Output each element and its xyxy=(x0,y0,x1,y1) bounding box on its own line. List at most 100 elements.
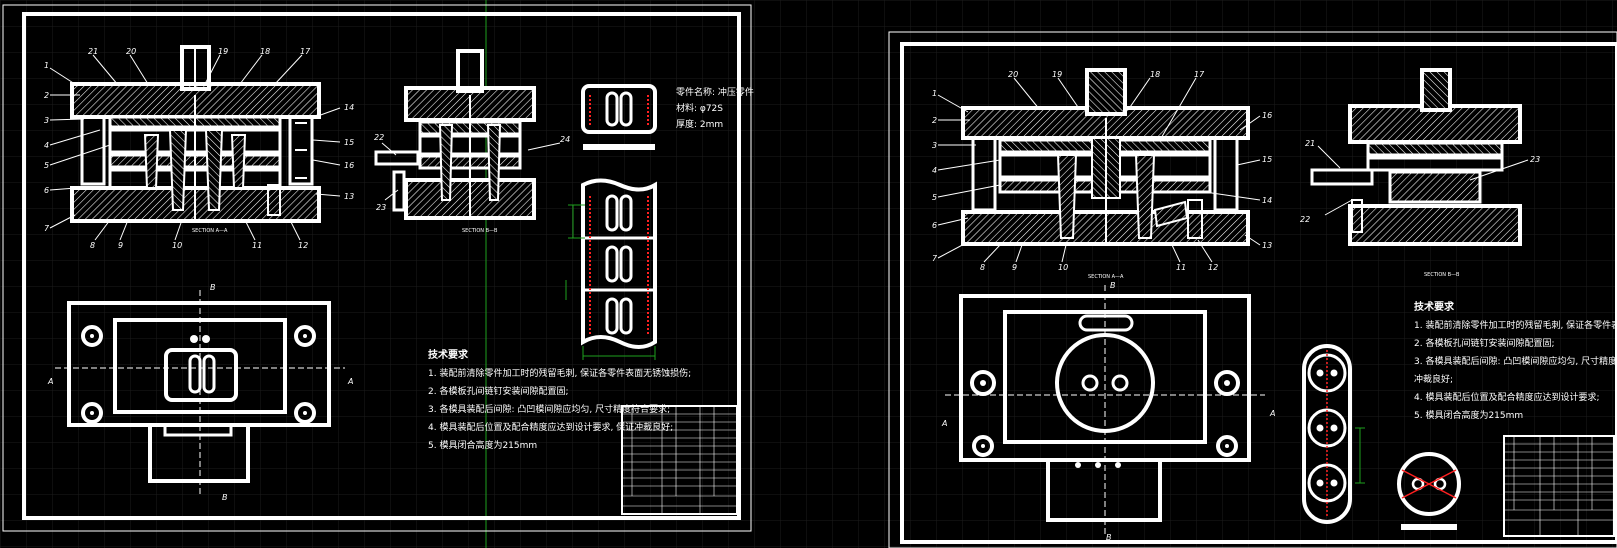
left-tech-notes: 技术要求 1. 装配前清除零件加工时的残留毛刺, 保证各零件表面无锈蚀损伤; 2… xyxy=(428,348,691,451)
right-strip-layout xyxy=(1302,344,1365,524)
right-section-b-view xyxy=(1310,68,1522,246)
left-plan-view xyxy=(55,290,345,495)
r-label-1: 1 xyxy=(932,89,937,98)
r-plan-marker-a-left: A xyxy=(941,419,947,428)
left-tech-title: 技术要求 xyxy=(428,348,469,361)
right-tech-line-3b: 冲裁良好; xyxy=(1414,373,1453,385)
r-label-12: 12 xyxy=(1208,263,1218,272)
right-part-labels: 1 2 3 4 5 6 7 20 19 18 17 16 15 14 13 8 … xyxy=(932,70,1272,272)
right-tech-notes: 技术要求 1. 装配前清除零件加工时的残留毛刺, 保证各零件表面无锈蚀损伤; 2… xyxy=(1414,300,1617,421)
left-tech-line-1: 1. 装配前清除零件加工时的残留毛刺, 保证各零件表面无锈蚀损伤; xyxy=(428,367,691,379)
label-13: 13 xyxy=(344,192,354,201)
left-drawing-sheet[interactable]: 1 2 3 4 5 6 7 21 20 19 18 17 14 15 16 13… xyxy=(2,4,754,532)
r-label-2: 2 xyxy=(932,116,937,125)
label-4: 4 xyxy=(44,141,49,150)
label-21: 21 xyxy=(88,47,98,56)
part-material-text: 材料: φ72S xyxy=(676,102,723,114)
left-sheet-inner-border xyxy=(22,12,741,520)
r-label-8: 8 xyxy=(980,263,985,272)
right-section-a-caption: SECTION A—A xyxy=(1088,274,1124,280)
r-plan-marker-b-top: B xyxy=(1110,281,1116,290)
left-title-block xyxy=(621,405,738,515)
left-section-b-caption: SECTION B—B xyxy=(462,228,498,234)
r-label-17: 17 xyxy=(1194,70,1205,79)
right-tech-line-2: 2. 各模板孔间链钉安装间隙配置固; xyxy=(1414,337,1554,349)
left-section-b-view xyxy=(374,49,536,220)
label-12: 12 xyxy=(298,241,308,250)
left-strip-layout xyxy=(565,178,657,360)
label-1: 1 xyxy=(44,61,49,70)
label-9: 9 xyxy=(118,241,123,250)
label-23: 23 xyxy=(376,203,386,212)
plan-marker-b-top: B xyxy=(210,283,216,292)
r-label-3: 3 xyxy=(932,141,937,150)
r-label-9: 9 xyxy=(1012,263,1017,272)
left-tech-line-3: 3. 各模具装配后间隙: 凸凹模间隙应均匀, 尺寸精度符合要求; xyxy=(428,403,670,415)
right-plan-view xyxy=(945,285,1265,535)
right-section-b-caption: SECTION B—B xyxy=(1424,272,1460,278)
label-14: 14 xyxy=(344,103,354,112)
left-tech-line-5: 5. 模具闭合高度为215mm xyxy=(428,439,537,451)
r-label-13: 13 xyxy=(1262,241,1272,250)
label-24: 24 xyxy=(560,135,570,144)
r-label-20: 20 xyxy=(1008,70,1018,79)
right-part-sketch xyxy=(1397,452,1461,530)
right-sheet-outer-border xyxy=(888,31,1617,548)
left-tech-line-2: 2. 各模板孔间链钉安装间隙配置固; xyxy=(428,385,568,397)
plan-marker-a-left: A xyxy=(47,377,53,386)
label-6: 6 xyxy=(44,186,49,195)
r-label-23: 23 xyxy=(1530,155,1540,164)
r-label-19: 19 xyxy=(1052,70,1062,79)
label-8: 8 xyxy=(90,241,95,250)
left-section-a-caption: SECTION A—A xyxy=(192,228,228,234)
label-22: 22 xyxy=(374,133,384,142)
label-3: 3 xyxy=(44,116,49,125)
r-label-7: 7 xyxy=(932,254,938,263)
left-tech-line-4: 4. 模具装配后位置及配合精度应达到设计要求, 保证冲裁良好; xyxy=(428,421,673,433)
part-thickness-text: 厚度: 2mm xyxy=(676,118,723,130)
r-label-16: 16 xyxy=(1262,111,1272,120)
left-leader-lines xyxy=(49,54,341,241)
r-label-15: 15 xyxy=(1262,155,1272,164)
left-part-labels: 1 2 3 4 5 6 7 21 20 19 18 17 14 15 16 13… xyxy=(44,47,354,250)
r-label-14: 14 xyxy=(1262,196,1272,205)
label-5: 5 xyxy=(44,161,49,170)
r-label-6: 6 xyxy=(932,221,937,230)
plan-marker-a-right: A xyxy=(347,377,353,386)
label-7: 7 xyxy=(44,224,50,233)
right-leader-lines xyxy=(937,77,1261,263)
right-tech-line-3: 3. 各模具装配后间隙: 凸凹模间隙应均匀, 尺寸精度符合要求, 保证 xyxy=(1414,355,1617,367)
label-15: 15 xyxy=(344,138,354,147)
r-label-22: 22 xyxy=(1300,215,1310,224)
r-label-5: 5 xyxy=(932,193,937,202)
r-label-4: 4 xyxy=(932,166,937,175)
right-drawing-sheet[interactable]: 1 2 3 4 5 6 7 20 19 18 17 16 15 14 13 8 … xyxy=(888,31,1617,548)
right-tech-line-4: 4. 模具装配后位置及配合精度应达到设计要求; xyxy=(1414,391,1599,403)
left-part-info: 零件名称: 冲压零件 材料: φ72S 厚度: 2mm xyxy=(676,86,754,130)
right-b-leaders xyxy=(1317,145,1529,216)
label-18: 18 xyxy=(260,47,270,56)
left-section-a-view xyxy=(70,45,321,223)
right-sheet-inner-border xyxy=(900,42,1617,544)
right-section-a-view xyxy=(961,68,1250,246)
right-title-block xyxy=(1503,435,1615,537)
r-label-10: 10 xyxy=(1058,263,1068,272)
label-16: 16 xyxy=(344,161,354,170)
label-10: 10 xyxy=(172,241,182,250)
left-b-leaders xyxy=(381,142,561,201)
label-2: 2 xyxy=(44,91,49,100)
r-label-21: 21 xyxy=(1305,139,1315,148)
part-name-text: 零件名称: 冲压零件 xyxy=(676,86,754,98)
label-11: 11 xyxy=(252,241,262,250)
left-part-sketch xyxy=(581,84,657,150)
r-plan-marker-a-right: A xyxy=(1269,409,1275,418)
label-17: 17 xyxy=(300,47,311,56)
left-sheet-outer-border xyxy=(2,4,752,532)
label-20: 20 xyxy=(126,47,136,56)
right-tech-line-5: 5. 模具闭合高度为215mm xyxy=(1414,409,1523,421)
right-tech-line-1: 1. 装配前清除零件加工时的残留毛刺, 保证各零件表面无锈蚀损伤; xyxy=(1414,319,1617,331)
plan-marker-b-bottom: B xyxy=(222,493,228,502)
r-plan-marker-b-bottom: B xyxy=(1106,533,1112,542)
r-label-18: 18 xyxy=(1150,70,1160,79)
